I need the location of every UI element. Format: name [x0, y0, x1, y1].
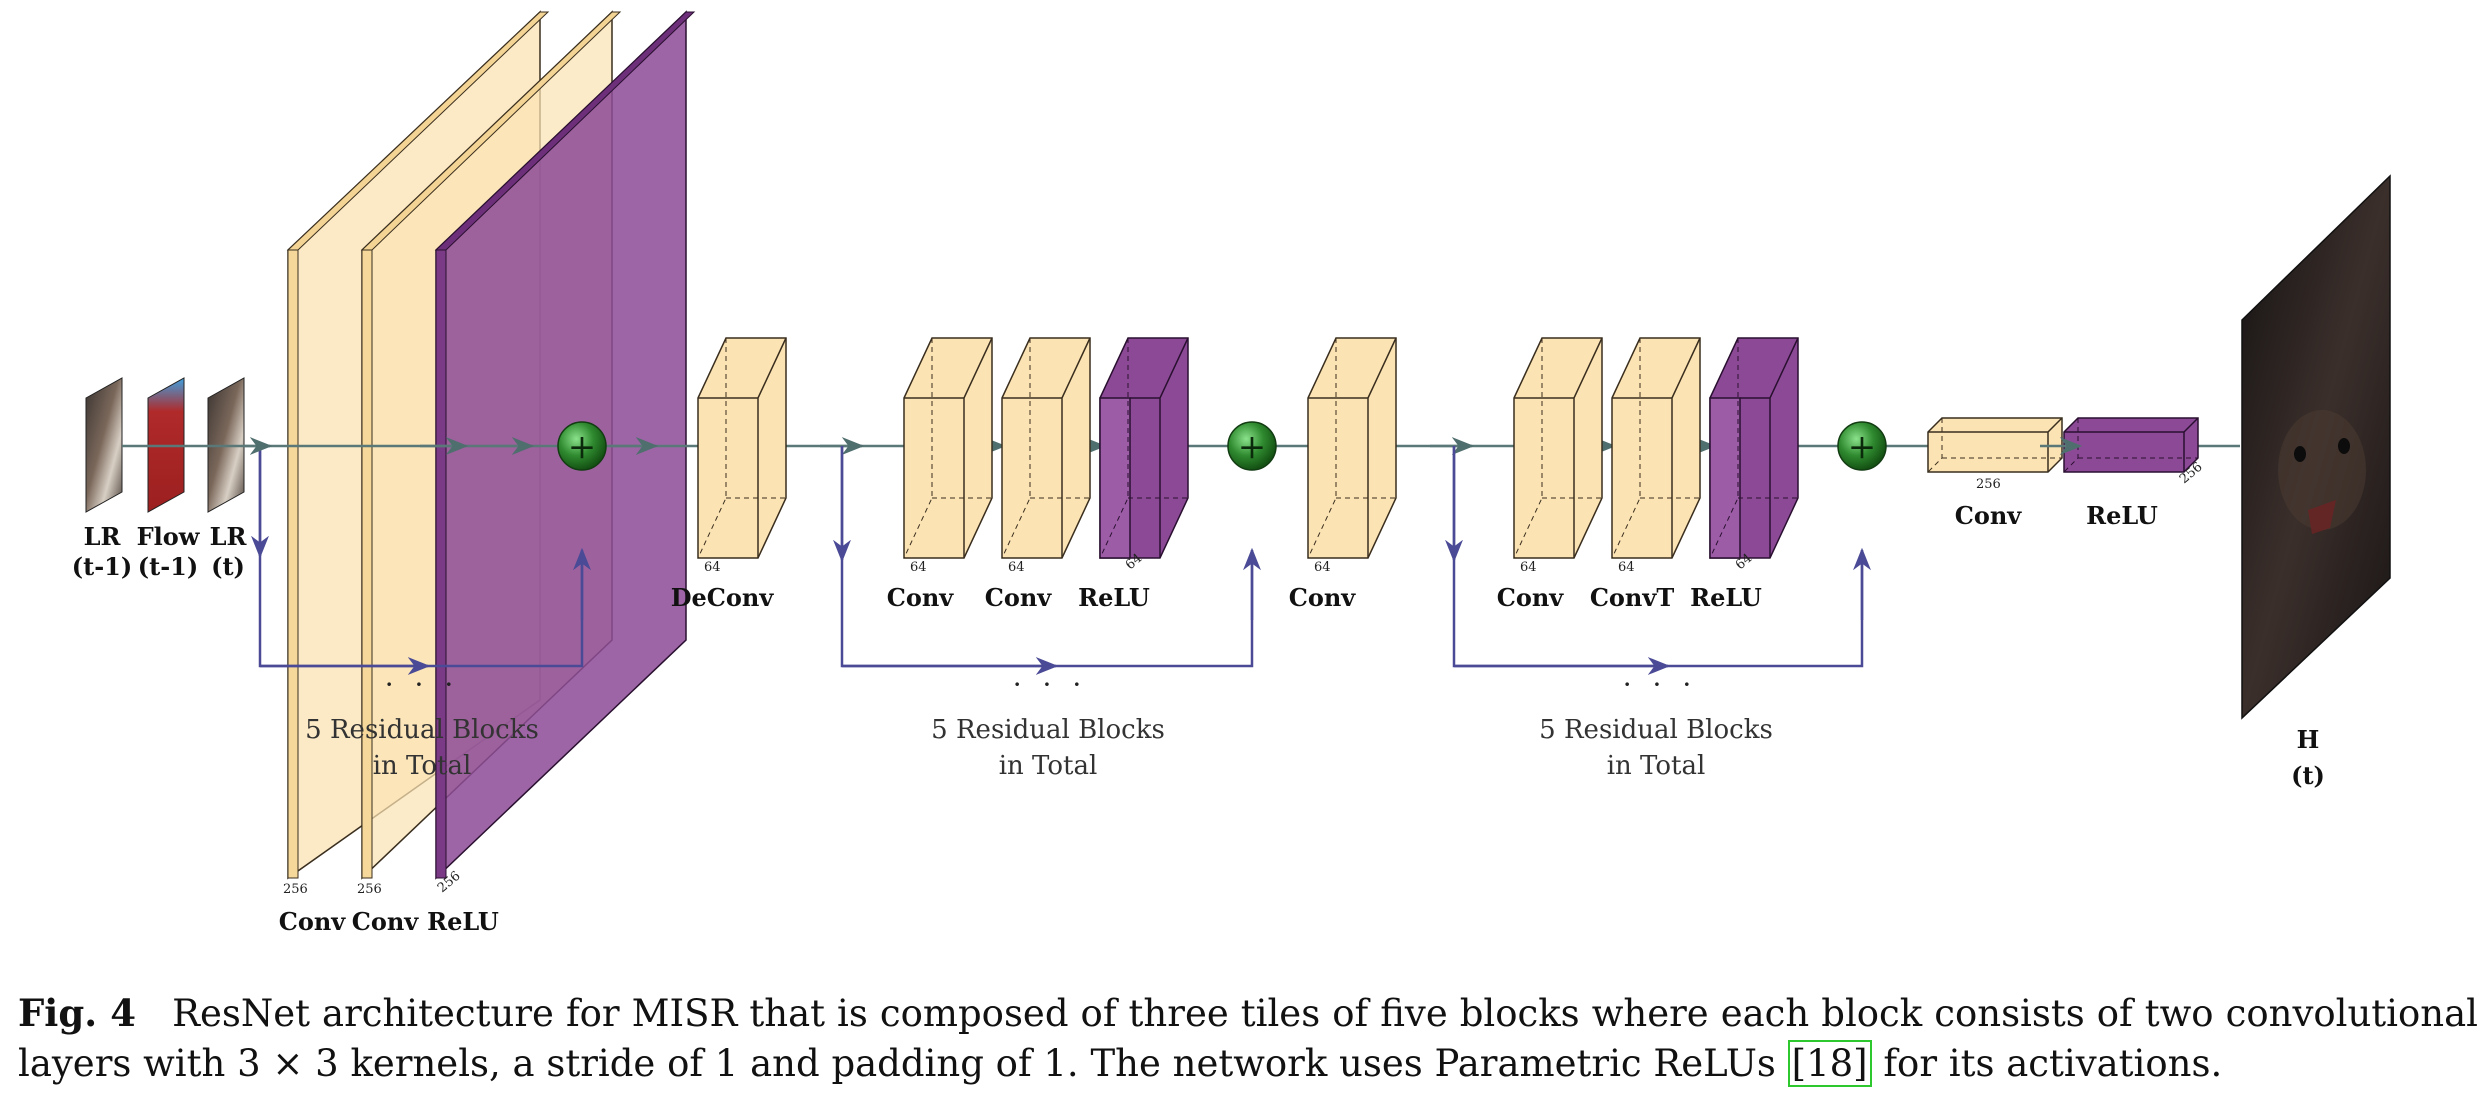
stage2-conv2-label: Conv	[985, 583, 1053, 612]
final-relu-block	[2063, 417, 2199, 473]
stage1-dots: · · ·	[385, 668, 460, 701]
mid-conv-label: Conv	[1289, 583, 1357, 612]
final-conv-label: Conv	[1955, 501, 2023, 530]
stage2-dots: · · ·	[1013, 668, 1088, 701]
svg-text:+: +	[1848, 427, 1877, 467]
output-sublabel: (t)	[2291, 761, 2325, 790]
stage1-sum-node: +	[557, 421, 607, 471]
caption-text: ResNet architecture for MISR that is com…	[18, 992, 2478, 1085]
stage1-residual-label: 5 Residual Blocks	[305, 715, 539, 745]
stage3-residual-label: 5 Residual Blocks	[1539, 715, 1773, 745]
stage2-residual-label: 5 Residual Blocks	[931, 715, 1165, 745]
svg-text:+: +	[1238, 427, 1267, 467]
caption-text-end: for its activations.	[1871, 1042, 2223, 1085]
stage3-conv-channels: 64	[1520, 560, 1537, 575]
final-relu-label: ReLU	[2086, 501, 2158, 530]
stage2-sum-node: +	[1227, 421, 1277, 471]
stage1-conv1-label: Conv	[279, 907, 347, 936]
mid-conv-channels: 64	[1314, 560, 1331, 575]
stage3-conv-label: Conv	[1497, 583, 1565, 612]
stage2-conv1-channels: 64	[910, 560, 927, 575]
lr-cur-sublabel: (t)	[211, 552, 245, 581]
stage3-convt-label: ConvT	[1590, 583, 1675, 612]
lr-cur-label: LR	[210, 522, 248, 551]
stage3-convt-channels: 64	[1618, 560, 1635, 575]
stage2-conv1-label: Conv	[887, 583, 955, 612]
deconv-label: DeConv	[671, 583, 775, 612]
stage2-conv-block-2	[1001, 337, 1091, 559]
stage3-conv-block	[1513, 337, 1603, 559]
stage3-relu-label: ReLU	[1690, 583, 1762, 612]
figure-caption: Fig. 4 ResNet architecture for MISR that…	[18, 988, 2478, 1089]
flow-sublabel: (t-1)	[138, 552, 198, 581]
flow-label: Flow	[137, 522, 201, 551]
stage2-conv2-channels: 64	[1008, 560, 1025, 575]
stage3-convt-block	[1611, 337, 1701, 559]
stage2-residual-sublabel: in Total	[999, 751, 1098, 781]
output-label: H	[2297, 725, 2320, 754]
figure-label: Fig. 4	[18, 991, 136, 1035]
stage3-sum-node: +	[1837, 421, 1887, 471]
deconv-block	[697, 337, 787, 559]
stage3-relu-block	[1709, 337, 1799, 559]
stage1-residual-sublabel: in Total	[373, 751, 472, 781]
citation-number[interactable]: 18	[1806, 1042, 1854, 1085]
svg-text:+: +	[568, 427, 597, 467]
stage2-relu-block	[1099, 337, 1189, 559]
stage3-dots: · · ·	[1623, 668, 1698, 701]
lr-prev-label: LR	[84, 522, 122, 551]
deconv-channels: 64	[704, 560, 721, 575]
input-lr-prev-image	[85, 377, 123, 513]
stage1-conv2-label: Conv	[352, 907, 420, 936]
stage1-conv1-channels: 256	[283, 882, 308, 897]
mid-conv-block	[1307, 337, 1397, 559]
stage2-conv-block-1	[903, 337, 993, 559]
stage1-relu-label: ReLU	[427, 907, 499, 936]
stage2-relu-label: ReLU	[1078, 583, 1150, 612]
resnet-architecture-diagram: LR (t-1) Flow (t-1) LR (t) + 256 256 256	[72, 10, 2391, 936]
final-conv-channels: 256	[1976, 477, 2001, 492]
stage3-residual-sublabel: in Total	[1607, 751, 1706, 781]
stage1-conv2-channels: 256	[357, 882, 382, 897]
output-hr-image	[2241, 174, 2391, 720]
citation-link[interactable]: [18]	[1787, 1040, 1872, 1087]
final-conv-block	[1927, 417, 2063, 473]
lr-prev-sublabel: (t-1)	[72, 552, 132, 581]
